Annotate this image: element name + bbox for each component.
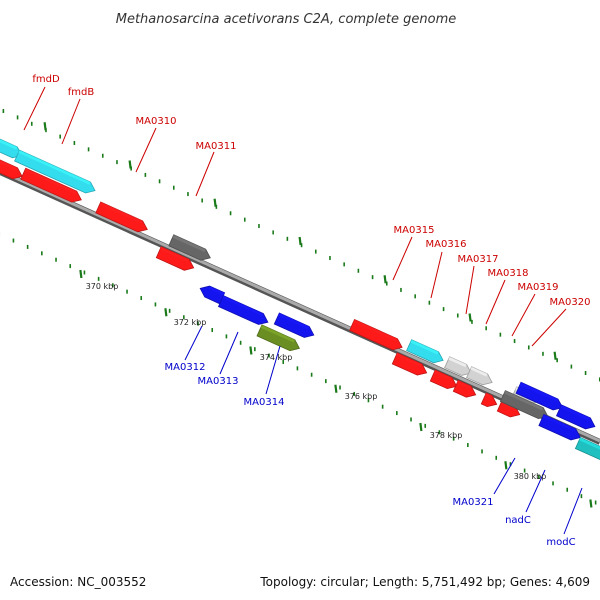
major-tick (128, 160, 132, 169)
gene-fmdB (14, 149, 96, 194)
gene-label-MA0319: MA0319 (518, 282, 559, 293)
tick-labels: 370 kbp 372 kbp 374 kbp 376 kbp 378 kbp … (86, 282, 547, 481)
gene-label-MA0314: MA0314 (244, 397, 285, 408)
label-leader-line (219, 331, 239, 375)
major-tick (419, 422, 423, 432)
label-leader-line (511, 293, 536, 337)
major-tick (504, 461, 508, 470)
gene-label-fmdD: fmdD (32, 74, 60, 85)
gene-modC (574, 436, 600, 460)
tick-label: 372 kbp (174, 318, 207, 327)
gene-nadC (538, 413, 581, 441)
major-tick (468, 313, 472, 322)
gene-MA0313 (217, 295, 269, 325)
gene-label-MA0315: MA0315 (394, 225, 435, 236)
gene-label-MA0320: MA0320 (550, 297, 591, 308)
label-leader-line (392, 236, 413, 281)
gene-label-modC: modC (546, 537, 575, 548)
gene-MA0317 (444, 356, 472, 376)
gene-label-MA0312: MA0312 (165, 362, 206, 373)
label-leader-line (430, 251, 443, 299)
major-tick (383, 275, 387, 284)
tick-label: 370 kbp (86, 282, 119, 291)
gene-forward-5 (429, 369, 458, 390)
gene-MA0316 (406, 339, 444, 364)
tick-label: 378 kbp (430, 431, 463, 440)
label-leader-line (265, 345, 281, 395)
gene-label-MA0313: MA0313 (198, 376, 239, 387)
gene-MA0310 (95, 201, 148, 233)
gene-MA0321-upper (515, 381, 564, 411)
gene-MA0314-blue (273, 312, 315, 338)
gene-MA0315 (349, 318, 403, 351)
label-leader-line (563, 487, 583, 535)
map-title: Methanosarcina acetivorans C2A, complete… (116, 12, 457, 27)
major-tick (249, 346, 253, 355)
gene-label-MA0321: MA0321 (453, 497, 494, 508)
gene-forward-4 (391, 352, 428, 376)
gene-forward-2 (20, 167, 82, 203)
tick-label: 376 kbp (345, 392, 378, 401)
label-leader-line (465, 265, 475, 315)
major-tick (213, 198, 217, 207)
label-leader-line (135, 127, 157, 173)
label-leader-line (184, 325, 203, 361)
major-tick (553, 351, 557, 360)
gene-MA0318 (466, 366, 493, 386)
label-leader-line (525, 469, 546, 513)
gene-label-fmdB: fmdB (68, 87, 95, 98)
gene-label-MA0310: MA0310 (136, 116, 177, 127)
major-tick (164, 308, 168, 317)
gene-label-MA0311: MA0311 (196, 141, 237, 152)
outer-tick-track (2, 109, 600, 382)
gene-forward-1 (0, 159, 23, 180)
label-leader-line (485, 279, 506, 325)
inner-tick-track (0, 232, 597, 508)
tick-label: 380 kbp (514, 472, 547, 481)
reverse-gene-labels: MA0312 MA0313 MA0314 MA0321 nadC modC (165, 362, 576, 548)
label-leader-line (531, 308, 567, 347)
label-leader-line (61, 98, 81, 145)
gene-features (0, 138, 600, 460)
major-tick (589, 499, 593, 508)
label-leader-lines (23, 86, 583, 535)
gene-label-MA0316: MA0316 (426, 239, 467, 250)
gene-MA0319 (480, 392, 498, 408)
gene-MA0311 (168, 234, 211, 261)
tick-label: 374 kbp (260, 353, 293, 362)
accession-text: Accession: NC_003552 (10, 575, 146, 589)
label-leader-line (195, 151, 215, 197)
gene-MA0314 (256, 324, 300, 352)
major-tick (334, 384, 338, 393)
gene-reverse-1 (555, 404, 596, 430)
label-leader-line (23, 86, 46, 131)
gene-forward-3 (155, 246, 195, 271)
gene-label-MA0318: MA0318 (488, 268, 529, 279)
genome-summary-text: Topology: circular; Length: 5,751,492 bp… (259, 575, 590, 589)
major-tick (79, 269, 83, 279)
genome-backbone (0, 169, 600, 445)
forward-gene-labels: fmdD fmdB MA0310 MA0311 MA0315 MA0316 MA… (32, 74, 590, 308)
gene-label-nadC: nadC (505, 515, 531, 526)
major-tick (43, 122, 47, 131)
gene-label-MA0317: MA0317 (458, 254, 499, 265)
gene-forward-6 (452, 379, 477, 398)
label-leader-line (493, 457, 516, 495)
major-tick (298, 236, 302, 246)
